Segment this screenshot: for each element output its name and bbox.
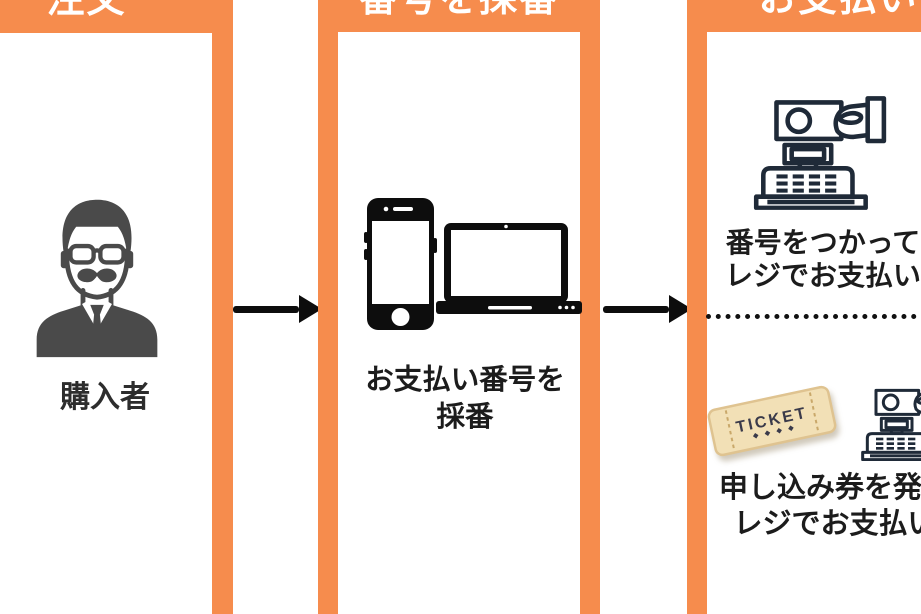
ticket-icon: TICKET	[707, 385, 837, 457]
laptop-icon	[436, 223, 582, 314]
caption-pay-with-ticket: 申し込み券を発行 レジでお支払い	[704, 470, 921, 542]
cash-register-hand-icon	[852, 373, 921, 461]
arrow-order-to-numbering	[233, 306, 299, 313]
caption-payment-number: お支払い番号を 採番	[340, 362, 590, 436]
panel-payment-header: お支払い	[707, 0, 921, 32]
caption-pay-with-ticket-line2: レジでお支払い	[733, 508, 921, 540]
panel-order-title: 注文	[46, 0, 127, 21]
caption-pay-with-number: 番号をつかって レジでお支払い	[707, 226, 921, 292]
panel-payment-title: お支払い	[758, 0, 918, 18]
panel-order: 注文	[0, 0, 233, 614]
panel-order-header: 注文	[0, 0, 212, 33]
caption-payment-number-line1: お支払い番号を	[365, 364, 565, 396]
caption-buyer: 購入者	[60, 381, 150, 414]
caption-pay-with-number-line2: レジでお支払い	[724, 260, 921, 291]
caption-pay-with-number-line1: 番号をつかって	[725, 227, 921, 258]
cash-register-hand-icon	[740, 76, 892, 210]
arrow-numbering-to-payment	[603, 306, 669, 313]
arrow-numbering-to-payment-head	[669, 295, 692, 323]
arrow-order-to-numbering-head	[299, 295, 322, 323]
businessman-icon	[36, 199, 158, 358]
dotted-divider	[706, 314, 921, 319]
smartphone-icon	[364, 198, 437, 330]
caption-pay-with-ticket-line1: 申し込み券を発行	[718, 472, 921, 504]
caption-payment-number-line2: 採番	[436, 401, 494, 433]
